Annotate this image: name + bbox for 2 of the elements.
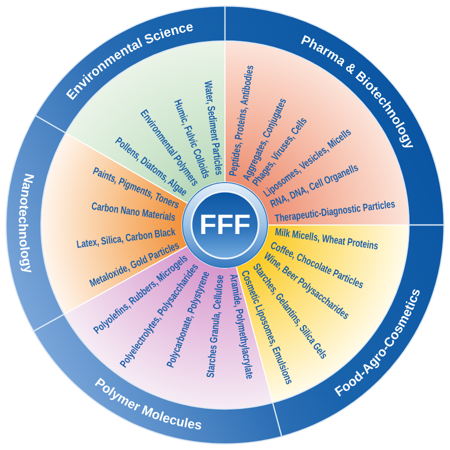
hub-label: FFF bbox=[199, 211, 251, 239]
category-band bbox=[5, 114, 67, 333]
